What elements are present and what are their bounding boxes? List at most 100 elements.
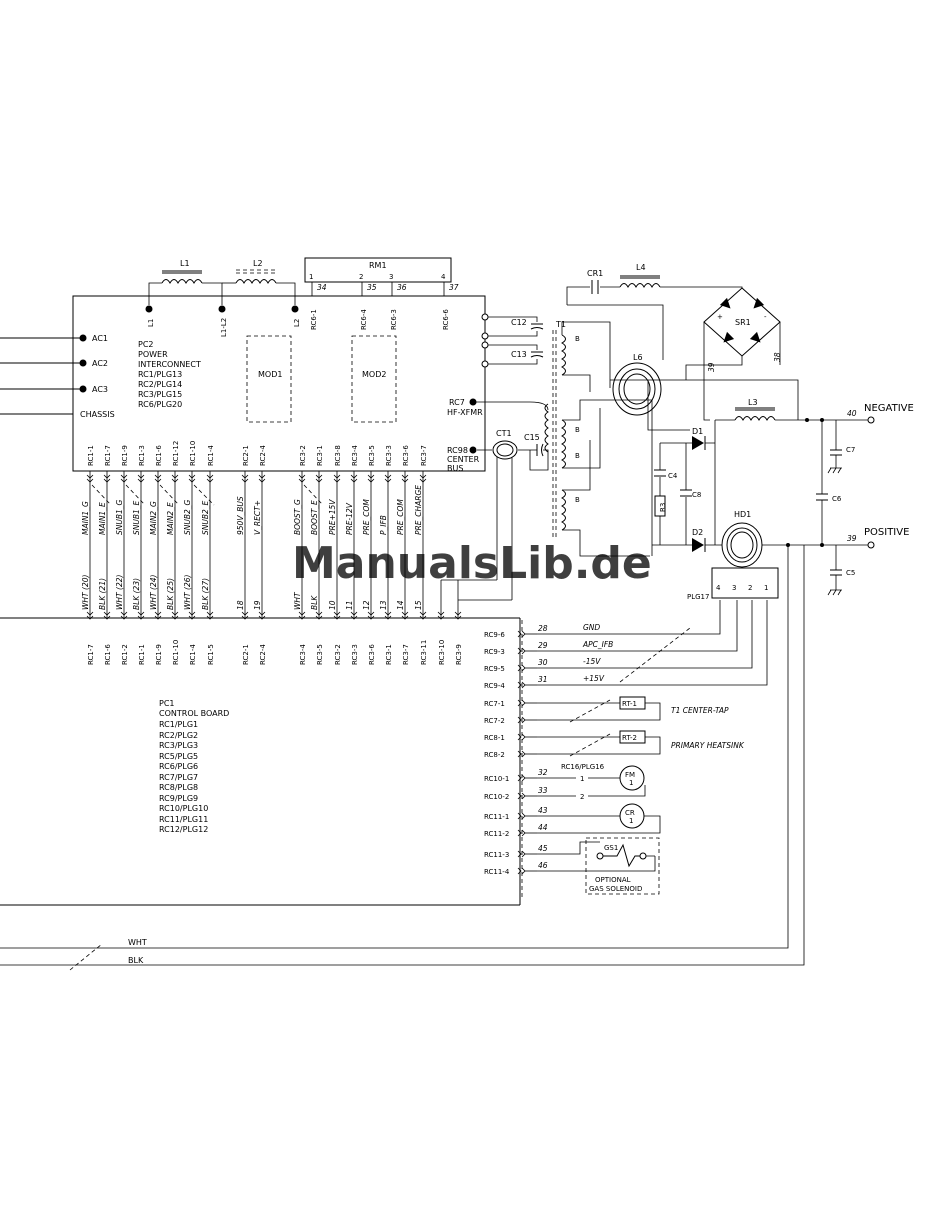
c6-label: C6 [832,495,842,503]
pc2-top-pin: RC6-1 [310,309,318,330]
fan-num: 1 [629,779,633,787]
pc2-bottom-pin: RC1-9 [121,445,129,466]
power-section: T1 B B B B C15 CT1 CR1 L4 [0,263,914,971]
svg-text:-: - [764,313,767,321]
rm1-wire-number: 35 [367,283,377,292]
wire-number: 19 [253,600,262,610]
l1-inductor: L1 [148,259,223,305]
pc1-bottom-pin: RC3-6 [368,644,376,665]
l6-label: L6 [633,353,643,362]
pc2-bottom-pin: RC3-3 [385,445,393,466]
negative-terminal [867,416,875,424]
cr1-coil-label: CR [625,809,635,817]
wire-number: WHT [293,591,302,610]
wire-name: BOOST_E [310,500,319,535]
rm1-pin: 2 [359,273,363,281]
wire-number: 46 [538,861,548,870]
pc1-bottom-pin: RC3-10 [438,640,446,665]
mod2-label: MOD2 [362,370,386,379]
pc2-title-line: RC3/PLG15 [138,390,182,399]
rt2-thermistor: RT-2 PRIMARY HEATSINK [537,730,745,757]
pc2-bottom-pin: RC1-10 [189,441,197,466]
rc7-terminal [469,398,477,406]
wire-number: WHT (20) [81,575,90,610]
pc1-bottom-pin: RC1-5 [207,644,215,665]
fan-plug-label: RC16/PLG16 [561,763,605,771]
pc2-bottom-pin: RC1-1 [87,445,95,466]
pc2-top-pin: L1-L2 [220,318,228,337]
pc1-bottom-pin: RC3-3 [351,644,359,665]
pc2-bottom-pin: RC1-6 [155,445,163,466]
pc2-bottom-pin: RC2-4 [259,445,267,466]
hd1-label: HD1 [734,510,751,519]
wire-number: 12 [362,600,371,610]
rt2-label: RT-2 [622,734,637,742]
wire-number: BLK (25) [166,578,175,610]
signal-label: +15V [583,674,605,683]
signal-label: APC_IFB [582,640,613,649]
c8-label: C8 [692,491,701,499]
pc2-board: PC2 POWER INTERCONNECT RC1/PLG13 RC2/PLG… [0,295,544,473]
pc1-title-line: RC3/PLG3 [159,741,198,750]
pc1-right-pin: RC9-4 [484,682,505,690]
wire-number: 43 [538,806,548,815]
pc2-title-line: RC2/PLG14 [138,380,182,389]
gas-solenoid: GS1 OPTIONAL GAS SOLENOID [537,837,660,895]
pc2-bottom-pin: RC3-5 [368,445,376,466]
pc1-title-line: RC11/PLG11 [159,815,208,824]
c12-label: C12 [511,318,527,327]
pc2-bottom-pin: RC3-2 [299,445,307,466]
mod1-box [246,335,292,423]
c7-label: C7 [846,446,855,454]
pc1-bottom-pin: RC1-2 [121,644,129,665]
l2-label: L2 [253,259,263,268]
pc2-title-line: PC2 [138,340,154,349]
gs1-desc: GAS SOLENOID [589,885,642,893]
pc1-title-line: RC6/PLG6 [159,762,198,771]
ac3-terminal [79,385,87,393]
pc2-bottom-pin: RC3-1 [316,445,324,466]
wire-name: MAIN1_E [98,502,107,535]
wire-number: 32 [538,768,548,777]
wire-number: 10 [328,600,337,610]
bottom-wire-label: BLK [128,956,144,965]
pc2-top-pin: L2 [293,319,301,327]
t1-winding-mark: B [575,335,580,343]
wire-number: 14 [396,600,405,610]
pc1-right-pin: RC9-6 [484,631,505,639]
pc2-title-line: INTERCONNECT [138,360,201,369]
mod2-box [351,335,397,423]
pc1-title-line: RC9/PLG9 [159,794,198,803]
plg17-pin: 3 [732,584,736,592]
pc1-right-connectors: RC9-6RC9-3RC9-5RC9-4RC7-1RC7-2RC8-1RC8-2… [484,624,548,876]
plg17-pin: 2 [748,584,752,592]
pc1-right-pin: RC8-1 [484,734,505,742]
pc1-bottom-pin: RC3-5 [316,644,324,665]
pc1-bottom-pin: RC2-4 [259,644,267,665]
pc2-bottom-pin: RC1-4 [207,445,215,466]
sr1-label: SR1 [735,318,751,327]
wire-number: 39 [707,362,716,372]
negative-wire-number: 40 [847,409,857,418]
rm1-wire-number: 34 [317,283,327,292]
fan-pin: 1 [580,775,584,783]
positive-wire-number: 39 [847,534,857,543]
pc2-bottom-pin: RC1-7 [104,445,112,466]
plg17-pin: 1 [764,584,768,592]
wire-number: 13 [379,600,388,610]
bottom-wire-label: WHT [128,938,147,947]
signal-label: -15V [583,657,601,666]
l1-label: L1 [180,259,190,268]
wire-number: 45 [538,844,548,853]
rm1-wire-number: 37 [449,283,459,292]
rt1-label: RT-1 [622,700,637,708]
pc1-right-pin: RC11-2 [484,830,509,838]
wire-number: WHT (22) [115,575,124,610]
negative-label: NEGATIVE [864,403,914,414]
wire-name: PRE-12V [345,502,354,535]
pc1-right-pin: RC11-4 [484,868,510,876]
d1-label: D1 [692,427,703,436]
rc9-signal-wires: GND APC_IFB -15V +15V [537,600,768,686]
c13-label: C13 [511,350,527,359]
